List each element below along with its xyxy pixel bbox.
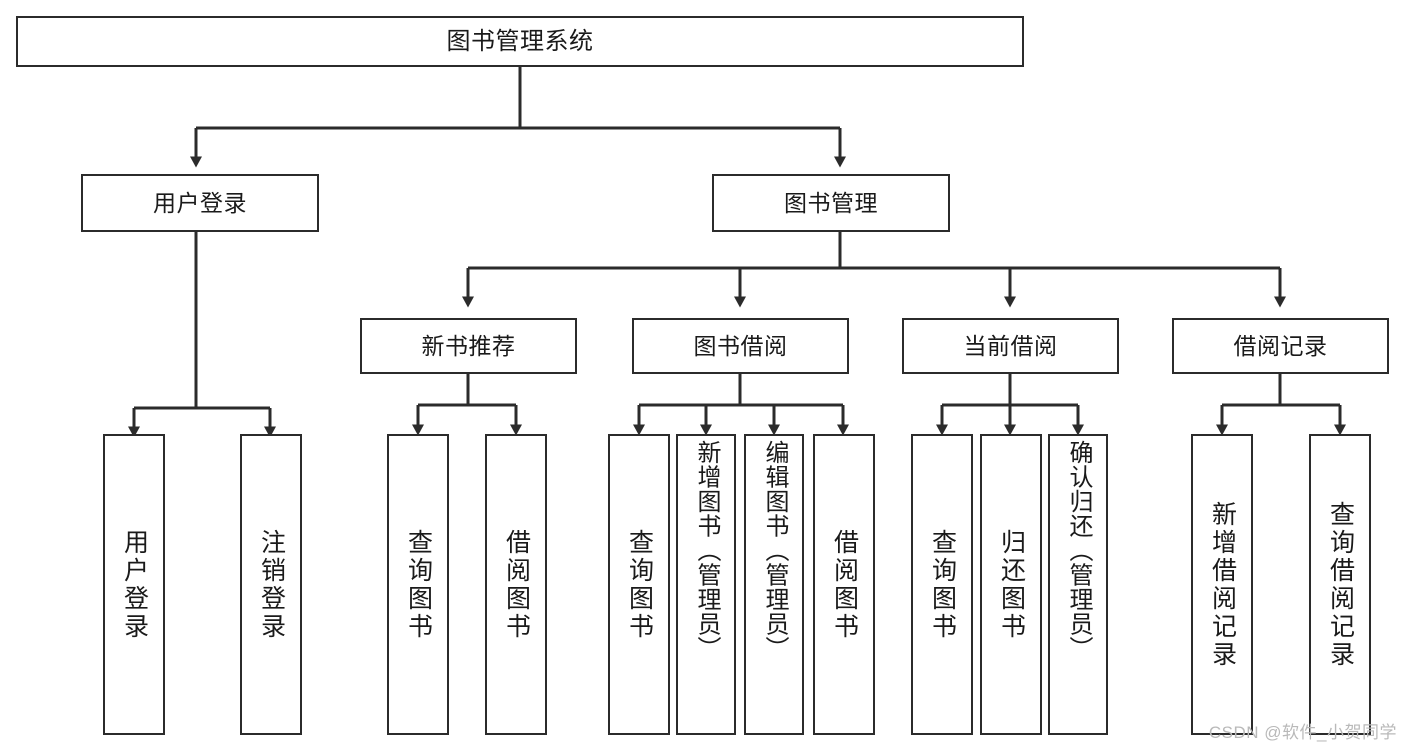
node-new-book-recommend[interactable]: 新书推荐 — [360, 318, 577, 374]
watermark-text: CSDN @软件_小贺同学 — [1208, 723, 1397, 742]
leaf-borrowrecord-query-record[interactable]: 查询借阅记录 — [1309, 434, 1371, 735]
node-label: 注销登录 — [257, 528, 286, 641]
node-label: 图书管理 — [784, 189, 878, 216]
leaf-bookborrow-add-book-admin[interactable]: 新增图书（管理员） — [676, 434, 736, 735]
node-label: 新增图书（管理员） — [692, 440, 720, 661]
node-user-login[interactable]: 用户登录 — [81, 174, 319, 232]
node-label: 图书借阅 — [693, 332, 788, 359]
node-book-management[interactable]: 图书管理 — [712, 174, 950, 232]
node-root-system[interactable]: 图书管理系统 — [16, 16, 1024, 67]
leaf-user-login[interactable]: 用户登录 — [103, 434, 165, 735]
node-label: 查询图书 — [404, 528, 433, 641]
node-label: 借阅图书 — [830, 528, 859, 641]
node-label: 当前借阅 — [963, 332, 1058, 359]
leaf-currentborrow-query-book[interactable]: 查询图书 — [911, 434, 973, 735]
node-label: 借阅图书 — [502, 528, 531, 641]
node-label: 查询图书 — [625, 528, 654, 641]
leaf-logout[interactable]: 注销登录 — [240, 434, 302, 735]
node-label: 借阅记录 — [1233, 332, 1328, 359]
node-label: 归还图书 — [997, 528, 1026, 641]
node-label: 新增借阅记录 — [1208, 500, 1237, 669]
node-label: 编辑图书（管理员） — [760, 440, 788, 661]
leaf-borrowrecord-add-record[interactable]: 新增借阅记录 — [1191, 434, 1253, 735]
leaf-bookborrow-edit-book-admin[interactable]: 编辑图书（管理员） — [744, 434, 804, 735]
node-label: 用户登录 — [120, 528, 149, 641]
leaf-newbook-query-book[interactable]: 查询图书 — [387, 434, 449, 735]
node-label: 查询图书 — [928, 528, 957, 641]
node-borrow-record[interactable]: 借阅记录 — [1172, 318, 1389, 374]
node-current-borrow[interactable]: 当前借阅 — [902, 318, 1119, 374]
node-label: 新书推荐 — [421, 332, 516, 359]
node-label: 确认归还（管理员） — [1064, 440, 1092, 661]
node-label: 图书管理系统 — [446, 27, 594, 55]
leaf-currentborrow-return-book[interactable]: 归还图书 — [980, 434, 1042, 735]
leaf-currentborrow-confirm-return-admin[interactable]: 确认归还（管理员） — [1048, 434, 1108, 735]
node-book-borrow[interactable]: 图书借阅 — [632, 318, 849, 374]
leaf-bookborrow-borrow-book[interactable]: 借阅图书 — [813, 434, 875, 735]
node-label: 查询借阅记录 — [1326, 500, 1355, 669]
node-label: 用户登录 — [153, 189, 247, 216]
leaf-newbook-borrow-book[interactable]: 借阅图书 — [485, 434, 547, 735]
leaf-bookborrow-query-book[interactable]: 查询图书 — [608, 434, 670, 735]
